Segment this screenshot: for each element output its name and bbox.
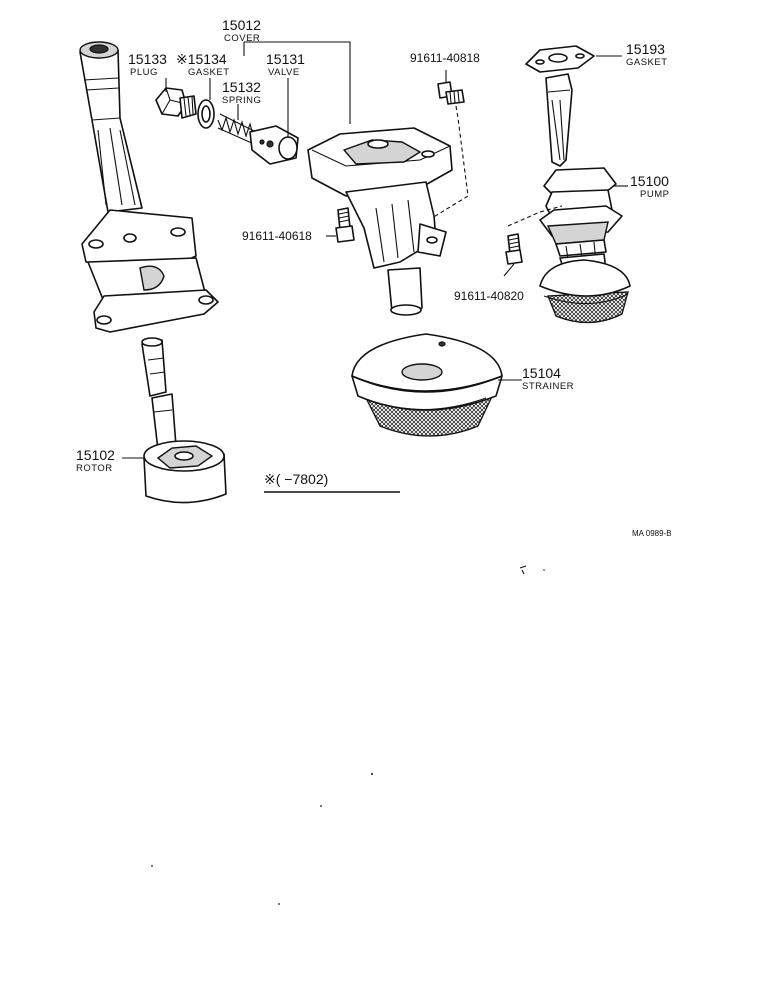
strainer-name: STRAINER	[522, 381, 574, 392]
bolt-40818-number: 91611-40818	[410, 51, 480, 65]
scan-specks	[151, 565, 545, 905]
flange-gasket-name: GASKET	[626, 57, 668, 68]
small-gasket-name: GASKET	[188, 67, 230, 78]
valve	[249, 125, 299, 165]
serial-note: ※( −7802)	[264, 471, 328, 487]
bolt-40818	[437, 81, 465, 105]
small-gasket-number: ※15134	[176, 51, 227, 67]
bolt-40820-number: 91611-40820	[454, 289, 524, 303]
pump-name: PUMP	[640, 189, 669, 200]
cover-assembly	[307, 127, 453, 316]
pump-number: 15100	[630, 173, 669, 189]
flange-gasket-number: 15193	[626, 41, 665, 57]
spring-number: 15132	[222, 79, 261, 95]
rotor-shaft	[141, 337, 177, 451]
pump-body-housing	[79, 41, 219, 333]
strainer-number: 15104	[522, 365, 561, 381]
spring	[217, 113, 257, 145]
plug-name: PLUG	[130, 67, 158, 78]
rotor	[143, 440, 227, 504]
cover-name: COVER	[224, 33, 260, 44]
gasket-ring	[197, 99, 215, 129]
flange-gasket	[525, 45, 595, 73]
valve-number: 15131	[266, 51, 305, 67]
bolt-40618	[335, 207, 355, 243]
bolt-40820	[505, 233, 523, 265]
plug-number: 15133	[128, 51, 167, 67]
rotor-name: ROTOR	[76, 463, 113, 474]
plug	[155, 87, 197, 119]
figure-code: MA 0989-B	[632, 529, 672, 538]
rotor-number: 15102	[76, 447, 115, 463]
strainer	[351, 333, 503, 437]
pump-assembly	[539, 73, 631, 324]
cover-number: 15012	[222, 17, 261, 33]
spring-name: SPRING	[222, 95, 261, 106]
bolt-40618-number: 91611-40618	[242, 229, 312, 243]
valve-name: VALVE	[268, 67, 300, 78]
